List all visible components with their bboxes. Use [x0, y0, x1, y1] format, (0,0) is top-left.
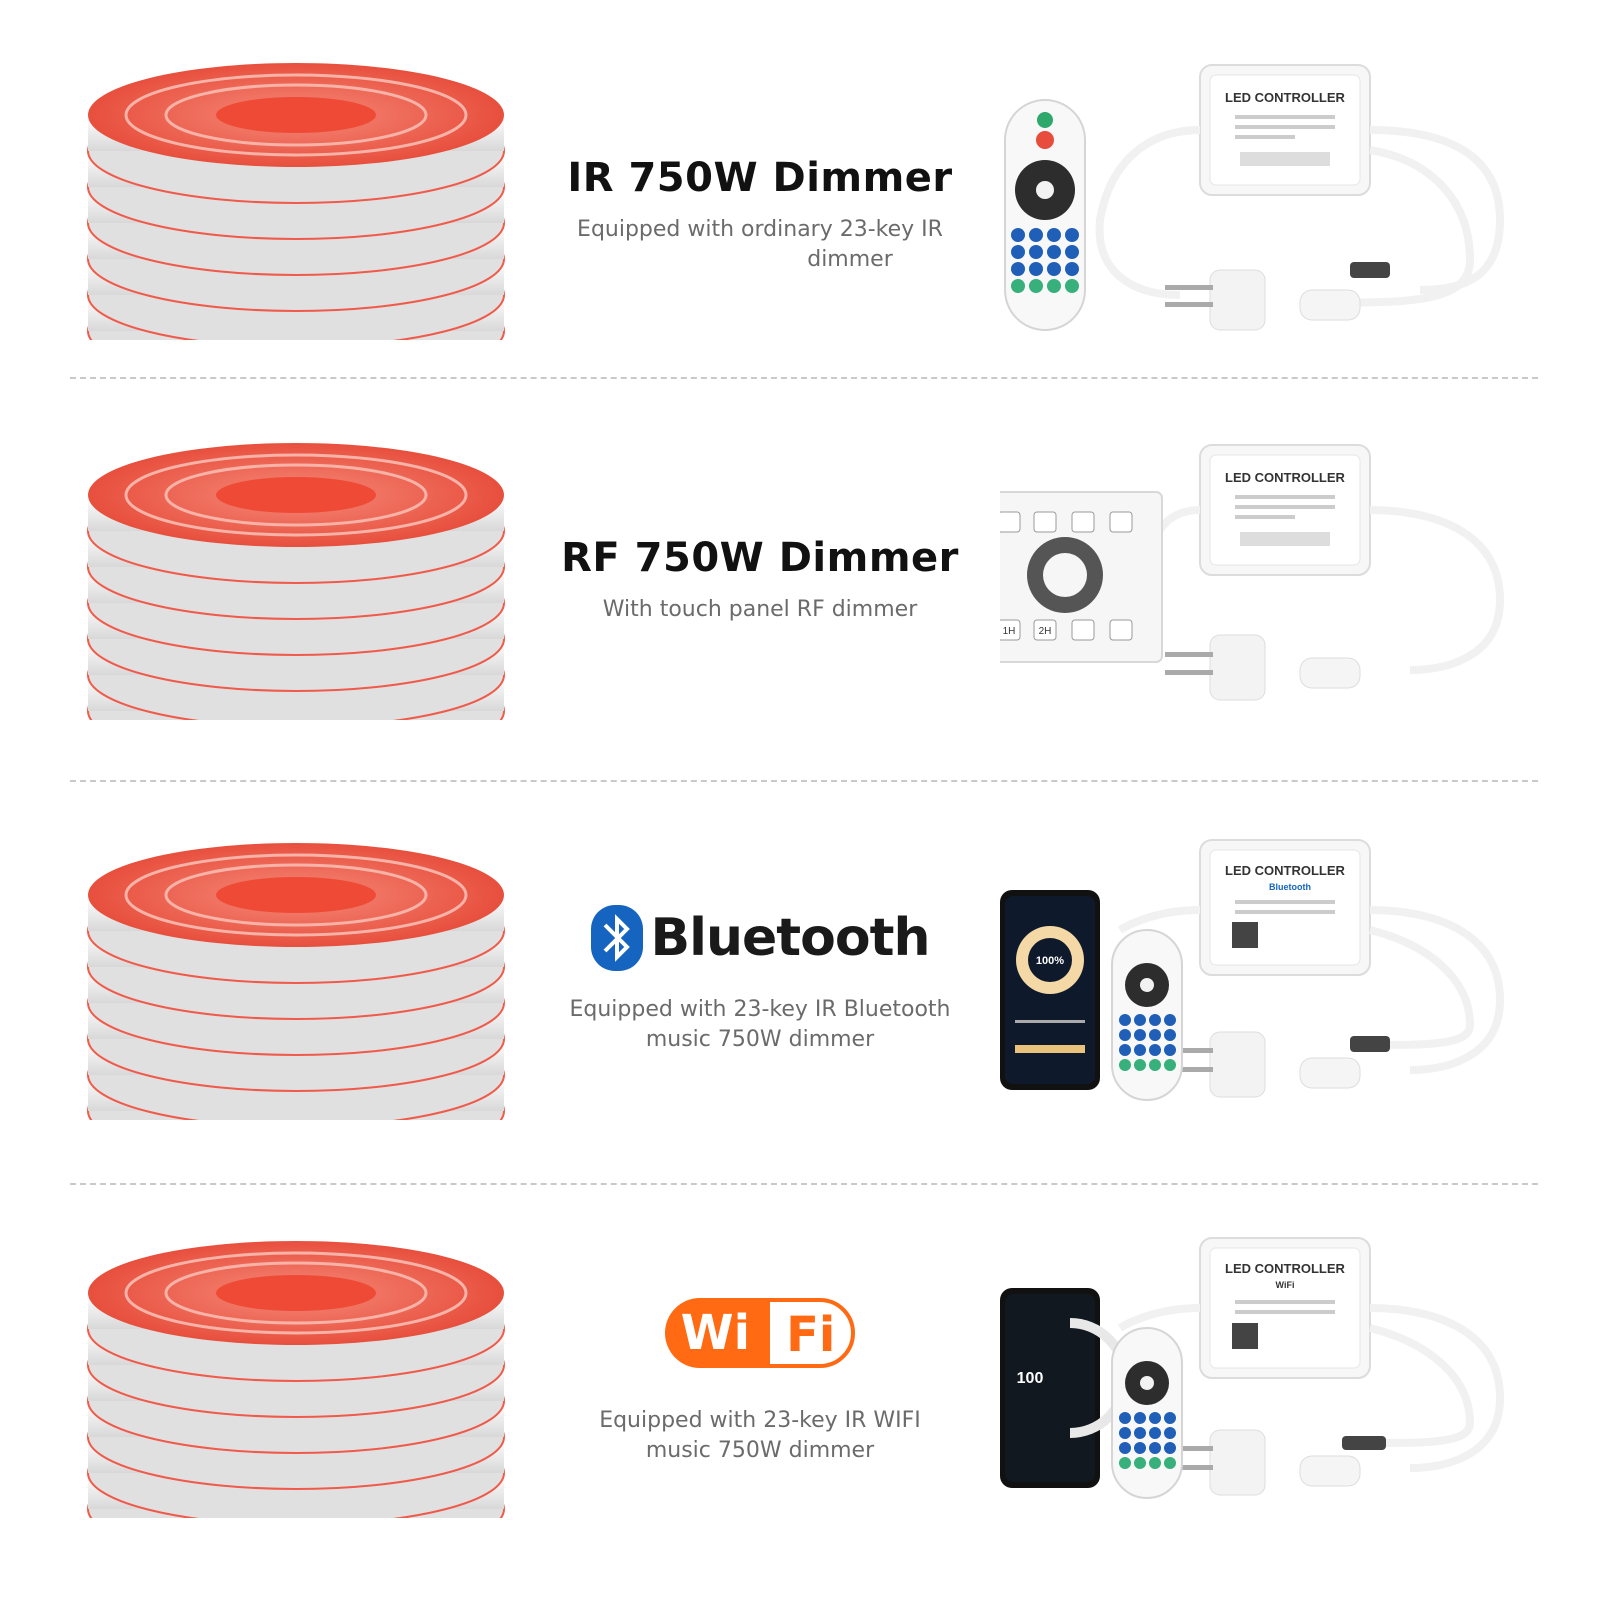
controller-label: LED CONTROLLER — [1225, 1261, 1345, 1276]
rf-dimmer-text: RF 750W Dimmer With touch panel RF dimme… — [540, 535, 980, 625]
wifi-logo-fi: Fi — [766, 1298, 856, 1368]
led-strip-reel-image — [87, 63, 505, 340]
wifi-controller-kit-image: LED CONTROLLER WiFi 100 — [1000, 1237, 1505, 1499]
phone-brightness-value: 100 — [1017, 1370, 1044, 1387]
bluetooth-dimmer-text: Bluetooth Equipped with 23-key IR Blueto… — [540, 905, 980, 1055]
ir-controller-kit-image: LED CONTROLLER — [1004, 64, 1505, 331]
panel-key-2h: 2H — [1039, 626, 1052, 637]
wifi-dimmer-text: Wi Fi Equipped with 23-key IR WIFI music… — [540, 1298, 980, 1466]
led-strip-reel-image — [87, 443, 505, 720]
wifi-logo: Wi Fi — [664, 1298, 856, 1368]
led-strip-reel-image — [87, 1241, 505, 1518]
bluetooth-logo: Bluetooth — [590, 905, 931, 971]
wifi-logo-wi: Wi — [664, 1298, 767, 1368]
section-ir-dimmer: IR 750W Dimmer Equipped with ordinary 23… — [0, 40, 1600, 430]
phone-brightness-value: 100% — [1036, 955, 1064, 967]
controller-label: LED CONTROLLER — [1225, 470, 1345, 485]
section-wifi-dimmer: Wi Fi Equipped with 23-key IR WIFI music… — [0, 1218, 1600, 1600]
section-divider — [70, 377, 1538, 379]
rf-controller-kit-image: LED CONTROLLER 1H 2H — [1000, 444, 1505, 701]
ir-dimmer-description: Equipped with ordinary 23-key IR dimmer — [577, 217, 943, 272]
led-strip-reel-image — [87, 843, 505, 1120]
controller-label: LED CONTROLLER — [1225, 90, 1345, 105]
section-divider — [70, 1183, 1538, 1185]
controller-label: LED CONTROLLER — [1225, 863, 1345, 878]
controller-bluetooth-logo: Bluetooth — [1269, 882, 1311, 892]
section-divider — [70, 780, 1538, 782]
bluetooth-wordmark: Bluetooth — [650, 908, 931, 968]
panel-key-1h: 1H — [1003, 626, 1016, 637]
ir-dimmer-title: IR 750W Dimmer — [567, 155, 953, 201]
ir-dimmer-text: IR 750W Dimmer Equipped with ordinary 23… — [540, 155, 980, 275]
wifi-dimmer-description: Equipped with 23-key IR WIFI music 750W … — [599, 1408, 921, 1463]
section-bluetooth-dimmer: Bluetooth Equipped with 23-key IR Blueto… — [0, 820, 1600, 1210]
controller-wifi-logo: WiFi — [1276, 1280, 1295, 1290]
bluetooth-controller-kit-image: LED CONTROLLER Bluetooth 100% — [1000, 839, 1505, 1101]
bluetooth-icon — [590, 905, 643, 971]
section-rf-dimmer: RF 750W Dimmer With touch panel RF dimme… — [0, 420, 1600, 810]
bluetooth-dimmer-description: Equipped with 23-key IR Bluetooth music … — [569, 997, 951, 1052]
rf-dimmer-description: With touch panel RF dimmer — [602, 597, 918, 622]
rf-dimmer-title: RF 750W Dimmer — [561, 535, 959, 581]
